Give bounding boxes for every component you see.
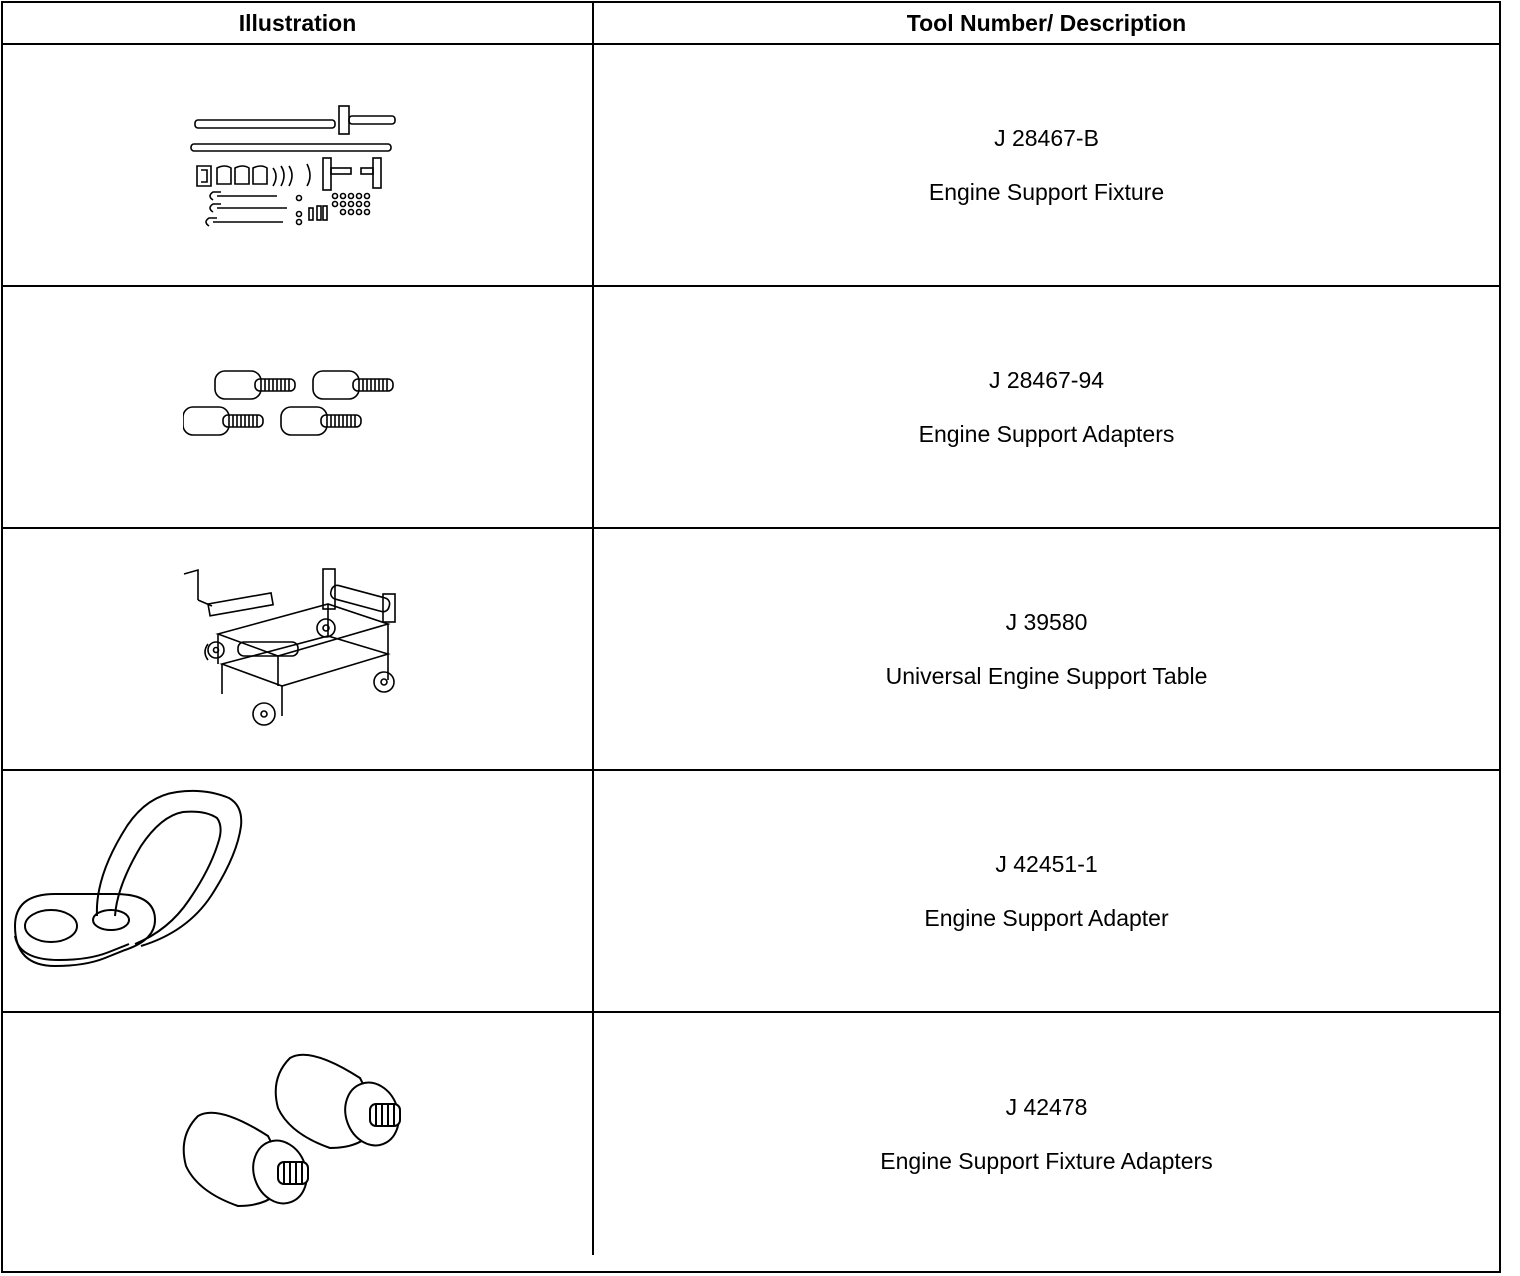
illustration-cell bbox=[3, 529, 594, 769]
engine-support-adapters-icon bbox=[182, 370, 394, 436]
tool-number: J 28467-B bbox=[994, 124, 1099, 151]
engine-support-fixture-kit-icon bbox=[189, 105, 396, 227]
tool-description: Engine Support Adapter bbox=[924, 904, 1169, 931]
engine-support-fixture-adapters-icon bbox=[182, 1053, 401, 1208]
tool-number: J 42478 bbox=[1005, 1093, 1088, 1120]
table-row: J 42451-1 Engine Support Adapter bbox=[3, 771, 1499, 1013]
illustration-cell bbox=[3, 287, 594, 527]
table-row: J 42478 Engine Support Fixture Adapters bbox=[3, 1013, 1499, 1255]
tool-description-cell: J 42478 Engine Support Fixture Adapters bbox=[594, 1013, 1499, 1255]
tool-description: Universal Engine Support Table bbox=[885, 662, 1208, 689]
header-illustration: Illustration bbox=[3, 3, 594, 43]
tool-description-cell: J 42451-1 Engine Support Adapter bbox=[594, 771, 1499, 1011]
tool-description: Engine Support Adapters bbox=[918, 420, 1175, 447]
tool-description-cell: J 28467-94 Engine Support Adapters bbox=[594, 287, 1499, 527]
engine-support-adapter-loop-icon bbox=[13, 789, 243, 968]
tool-number: J 42451-1 bbox=[995, 850, 1098, 877]
illustration-cell bbox=[3, 45, 594, 285]
tool-description-cell: J 39580 Universal Engine Support Table bbox=[594, 529, 1499, 769]
tool-description-cell: J 28467-B Engine Support Fixture bbox=[594, 45, 1499, 285]
illustration-cell bbox=[3, 771, 594, 1011]
table-header-row: Illustration Tool Number/ Description bbox=[3, 3, 1499, 45]
universal-engine-support-table-icon bbox=[183, 568, 396, 726]
tool-number: J 28467-94 bbox=[988, 366, 1105, 393]
tool-number: J 39580 bbox=[1005, 608, 1088, 635]
table-row: J 28467-94 Engine Support Adapters bbox=[3, 287, 1499, 529]
tool-description: Engine Support Fixture Adapters bbox=[880, 1147, 1213, 1174]
illustration-cell bbox=[3, 1013, 594, 1255]
header-tool-description: Tool Number/ Description bbox=[906, 9, 1187, 36]
table-row: J 28467-B Engine Support Fixture bbox=[3, 45, 1499, 287]
table-row: J 39580 Universal Engine Support Table bbox=[3, 529, 1499, 771]
tool-description: Engine Support Fixture bbox=[928, 178, 1165, 205]
